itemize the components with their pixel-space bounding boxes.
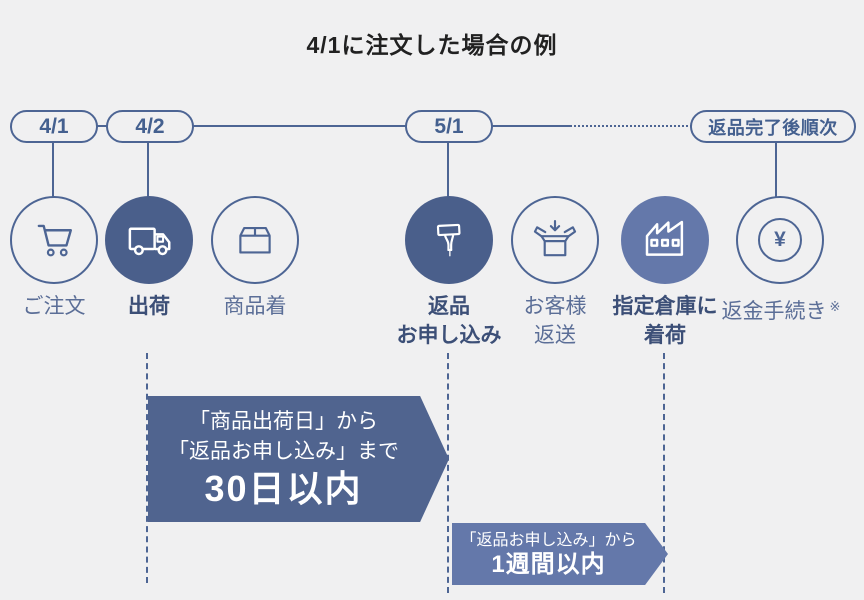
diagram-title: 4/1に注文した場合の例	[306, 32, 558, 58]
dashed-line-warehouse-arrival	[663, 353, 665, 593]
factory-icon	[645, 220, 684, 256]
return-request-step-circle	[405, 196, 493, 284]
pill-label: 4/1	[39, 114, 69, 138]
connector-refund	[775, 140, 777, 198]
shipback-window-banner: 「返品お申し込み」から 1週間以内	[452, 523, 668, 585]
timeline-solid-line	[54, 125, 570, 127]
timeline-dotted-line	[570, 125, 692, 127]
refund-step-circle: ¥	[736, 196, 824, 284]
return-window-banner: 「商品出荷日」から 「返品お申し込み」まで 30日以内	[148, 396, 449, 522]
timeline-pill-4-1: 4/1	[10, 110, 98, 143]
ship-step-circle	[105, 196, 193, 284]
truck-icon	[128, 227, 171, 256]
pill-label: 5/1	[434, 114, 464, 138]
customer-return-step-circle	[511, 196, 599, 284]
delivered-step-circle	[211, 196, 299, 284]
connector-return-request	[447, 140, 449, 198]
connector-order	[52, 140, 54, 198]
timeline-pill-5-1: 5/1	[405, 110, 493, 143]
dashed-line-return-request	[447, 353, 449, 593]
banner-line: 「返品お申し込み」から	[460, 531, 637, 549]
customer-return-step-label: お客様 返送	[523, 295, 587, 347]
warehouse-arrival-step-label: 指定倉庫に 着荷	[612, 295, 718, 347]
open-box-icon	[533, 219, 577, 257]
banner-emphasis: 1週間以内	[491, 550, 606, 578]
connector-ship	[147, 140, 149, 198]
ship-step-label: 出荷	[128, 295, 170, 318]
dashed-line-ship-date	[146, 353, 148, 583]
banner-line: 「返品お申し込み」まで	[168, 440, 399, 463]
note-asterisk: ※	[829, 299, 841, 314]
tag-icon	[436, 223, 461, 257]
banner-line: 「商品出荷日」から	[189, 410, 378, 433]
timeline-pill-4-2: 4/2	[106, 110, 194, 143]
return-request-step-label: 返品 お申し込み	[396, 295, 502, 347]
box-icon	[239, 227, 271, 254]
order-step-circle	[10, 196, 98, 284]
pill-label: 4/2	[135, 114, 165, 138]
yen-icon: ¥	[758, 218, 802, 262]
delivered-step-label: 商品着	[223, 295, 287, 318]
cart-icon	[37, 224, 72, 257]
pill-label: 返品完了後順次	[708, 117, 838, 138]
order-step-label: ご注文	[22, 295, 86, 318]
refund-step-label: 返金手続き※	[721, 299, 841, 323]
yen-symbol: ¥	[774, 228, 786, 251]
banner-emphasis: 30日以内	[204, 468, 363, 509]
timeline-pill-after-return: 返品完了後順次	[690, 110, 856, 143]
warehouse-arrival-step-circle	[621, 196, 709, 284]
